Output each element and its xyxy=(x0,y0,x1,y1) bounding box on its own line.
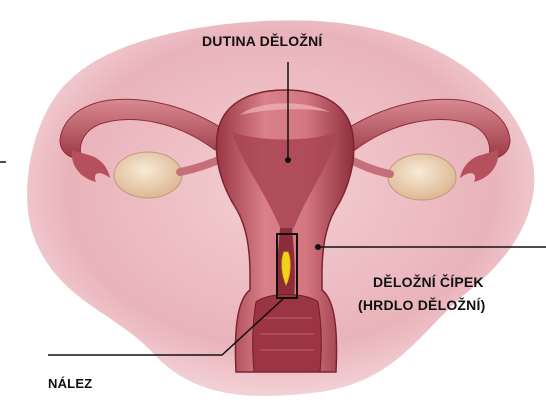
cavity-leader-dot xyxy=(285,157,291,163)
vagina xyxy=(253,295,322,373)
cervix-leader-dot xyxy=(315,244,321,250)
label-finding: NÁLEZ xyxy=(48,376,92,391)
right-ovary xyxy=(388,154,456,200)
left-ovary xyxy=(114,152,182,198)
label-cervix-line2: (HRDLO DĚLOŽNÍ) xyxy=(358,297,485,313)
label-uterine-cavity: DUTINA DĚLOŽNÍ xyxy=(202,33,323,49)
label-cervix-line1: DĚLOŽNÍ ČÍPEK xyxy=(373,274,484,290)
